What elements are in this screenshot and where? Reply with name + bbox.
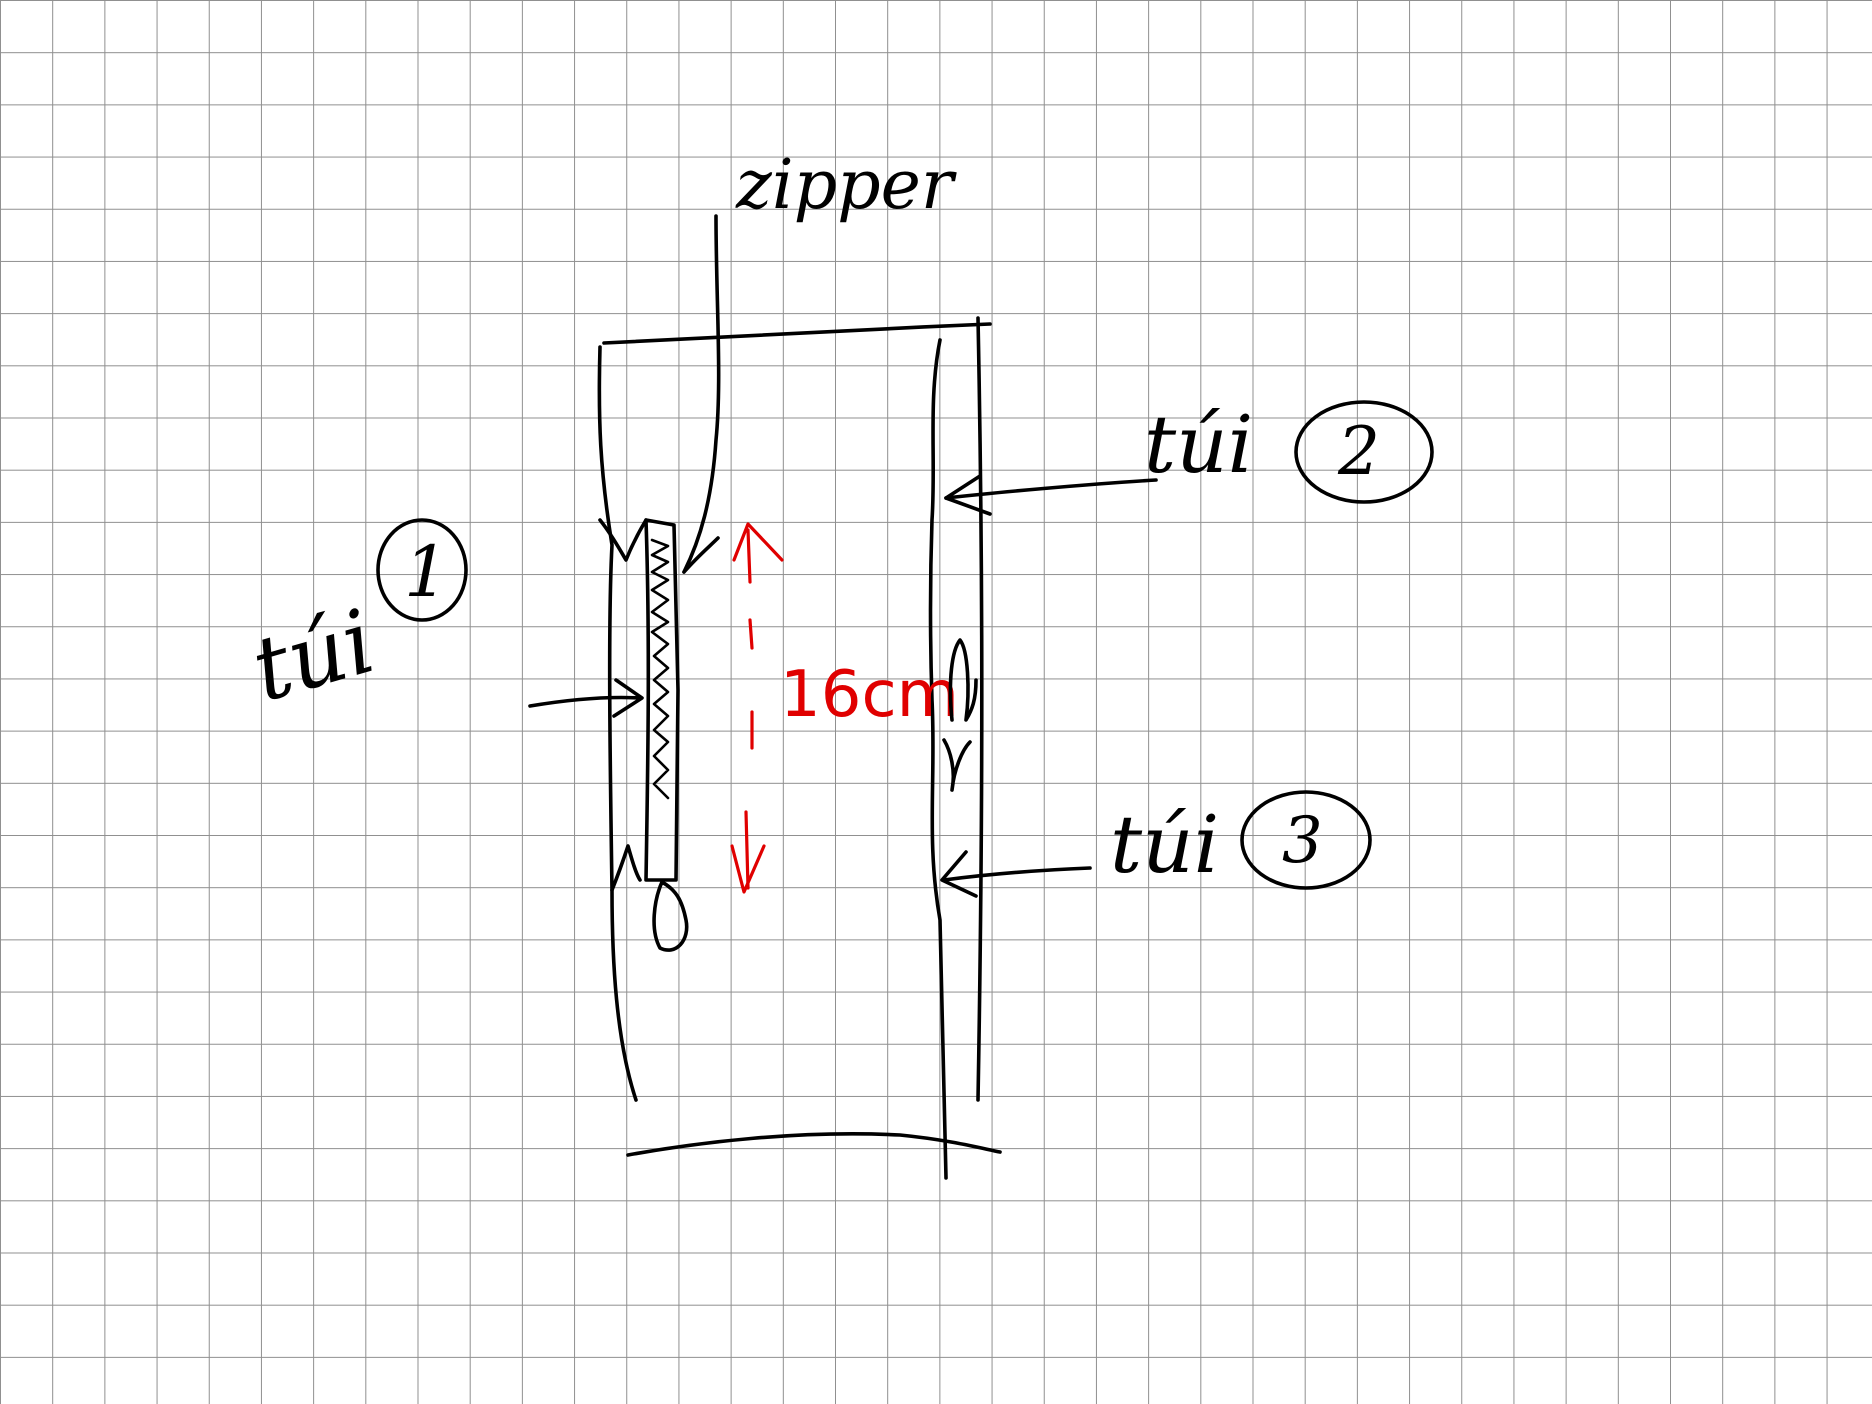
measurement-16cm: 16cm — [730, 522, 959, 894]
slit-lower — [942, 738, 972, 792]
zipper-top-notch — [598, 518, 648, 562]
pocket-1-callout: túi 1 — [241, 518, 644, 722]
pocket-1-circle — [376, 518, 468, 622]
pocket-1-arrow-head — [612, 678, 644, 718]
zipper-pointer-line — [682, 214, 721, 574]
pocket-1-number: 1 — [404, 531, 449, 613]
pocket-3-arrow-head — [940, 850, 978, 898]
panel-top-edge — [602, 322, 992, 345]
pocket-2-arrow-shaft — [944, 478, 1158, 500]
side-slit-details — [942, 638, 978, 792]
measure-dash-2 — [748, 618, 754, 650]
panel-bottom-edge — [626, 1132, 1002, 1157]
panel-inner-seam — [928, 338, 948, 1180]
measure-label: 16cm — [780, 658, 959, 732]
measure-dash-1 — [746, 528, 752, 584]
zipper-bottom-notch — [610, 844, 642, 892]
pocket-3-callout: túi 3 — [940, 790, 1372, 898]
garment-panel — [597, 316, 1002, 1180]
pocket-1-word: túi — [241, 590, 385, 722]
zipper-label: zipper — [735, 146, 957, 225]
pocket-3-arrow-shaft — [942, 866, 1092, 882]
panel-left-edge — [597, 345, 638, 1102]
zipper-pull — [652, 880, 689, 952]
measure-top-arrow — [732, 522, 784, 562]
pocket-3-number: 3 — [1282, 804, 1323, 878]
measure-dash-4 — [744, 810, 750, 890]
pocket-2-callout: túi 2 — [944, 398, 1434, 516]
measure-bottom-arrow — [730, 844, 766, 894]
zipper-opening: zipper — [598, 146, 957, 952]
zipper-teeth — [650, 538, 670, 800]
pocket-2-arrow-head — [944, 474, 992, 516]
pocket-3-word: túi — [1110, 798, 1219, 891]
panel-right-edge — [976, 316, 984, 1102]
slit-upper — [948, 638, 978, 722]
pocket-1-arrow-shaft — [528, 695, 642, 708]
pocket-2-circle — [1294, 400, 1434, 504]
zipper-pointer-tick — [682, 536, 720, 574]
zipper-tape — [644, 518, 680, 882]
pocket-2-number: 2 — [1337, 413, 1380, 490]
pocket-2-word: túi — [1144, 398, 1253, 491]
pocket-3-circle — [1240, 790, 1372, 890]
